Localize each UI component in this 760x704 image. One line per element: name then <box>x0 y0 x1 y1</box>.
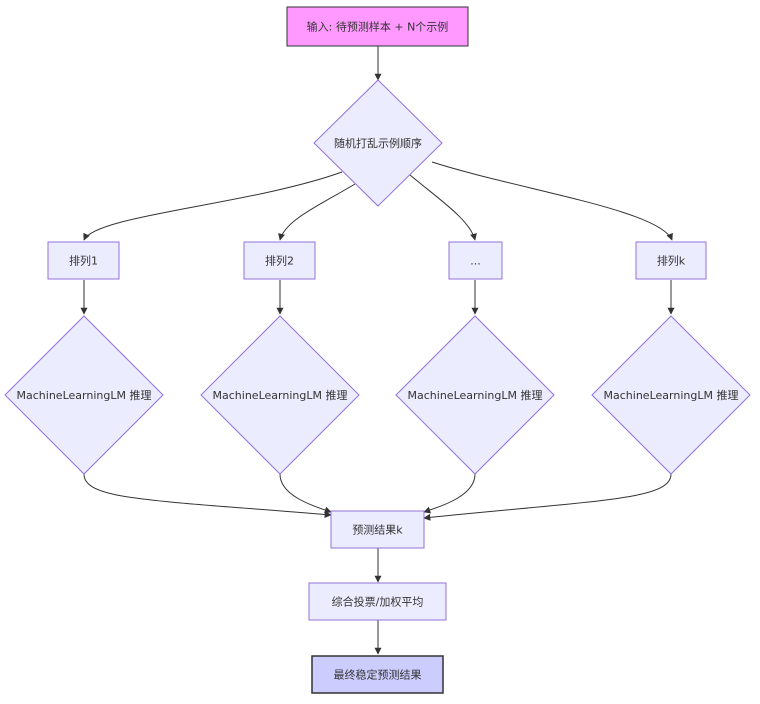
node-perm1: 排列1 <box>47 241 120 280</box>
node-infer2-label: MachineLearningLM 推理 <box>213 388 348 402</box>
node-infer4-label: MachineLearningLM 推理 <box>604 388 739 402</box>
edge-infer1-result <box>83 473 332 518</box>
edge-shuffle-permk <box>431 161 673 241</box>
node-infer4: MachineLearningLM 推理 <box>591 315 751 475</box>
node-permk: 排列k <box>635 241 707 280</box>
node-perm-ellipsis: ... <box>448 241 503 280</box>
edge-shuffle-perm2 <box>278 183 356 241</box>
edges <box>80 46 675 655</box>
node-permk-label: 排列k <box>657 254 686 268</box>
edge-infer2-result <box>279 473 332 514</box>
edge-infer4-result <box>423 473 672 521</box>
node-infer2: MachineLearningLM 推理 <box>200 315 360 475</box>
edge-shuffle-perm1 <box>83 171 343 241</box>
node-perm2: 排列2 <box>243 241 316 280</box>
edge-shuffle-ellipsis <box>409 174 477 241</box>
node-input: 输入: 待预测样本 + N个示例 <box>286 6 469 47</box>
node-infer1: MachineLearningLM 推理 <box>4 315 164 475</box>
node-final: 最终稳定预测结果 <box>311 655 444 694</box>
node-shuffle-label: 随机打乱示例顺序 <box>334 136 422 150</box>
node-result-label: 预测结果k <box>352 524 403 537</box>
node-result: 预测结果k <box>330 510 425 549</box>
node-shuffle: 随机打乱示例顺序 <box>313 79 443 207</box>
node-input-label: 输入: 待预测样本 + N个示例 <box>307 20 449 34</box>
node-perm-ellipsis-label: ... <box>470 255 481 268</box>
node-infer1-label: MachineLearningLM 推理 <box>17 388 152 402</box>
node-infer3-label: MachineLearningLM 推理 <box>408 388 543 402</box>
node-infer3: MachineLearningLM 推理 <box>395 315 555 475</box>
node-perm2-label: 排列2 <box>265 254 294 268</box>
node-final-label: 最终稳定预测结果 <box>334 668 422 682</box>
edge-infer3-result <box>423 473 476 514</box>
node-perm1-label: 排列1 <box>69 254 98 268</box>
node-vote: 综合投票/加权平均 <box>308 582 447 621</box>
node-vote-label: 综合投票/加权平均 <box>332 595 424 609</box>
